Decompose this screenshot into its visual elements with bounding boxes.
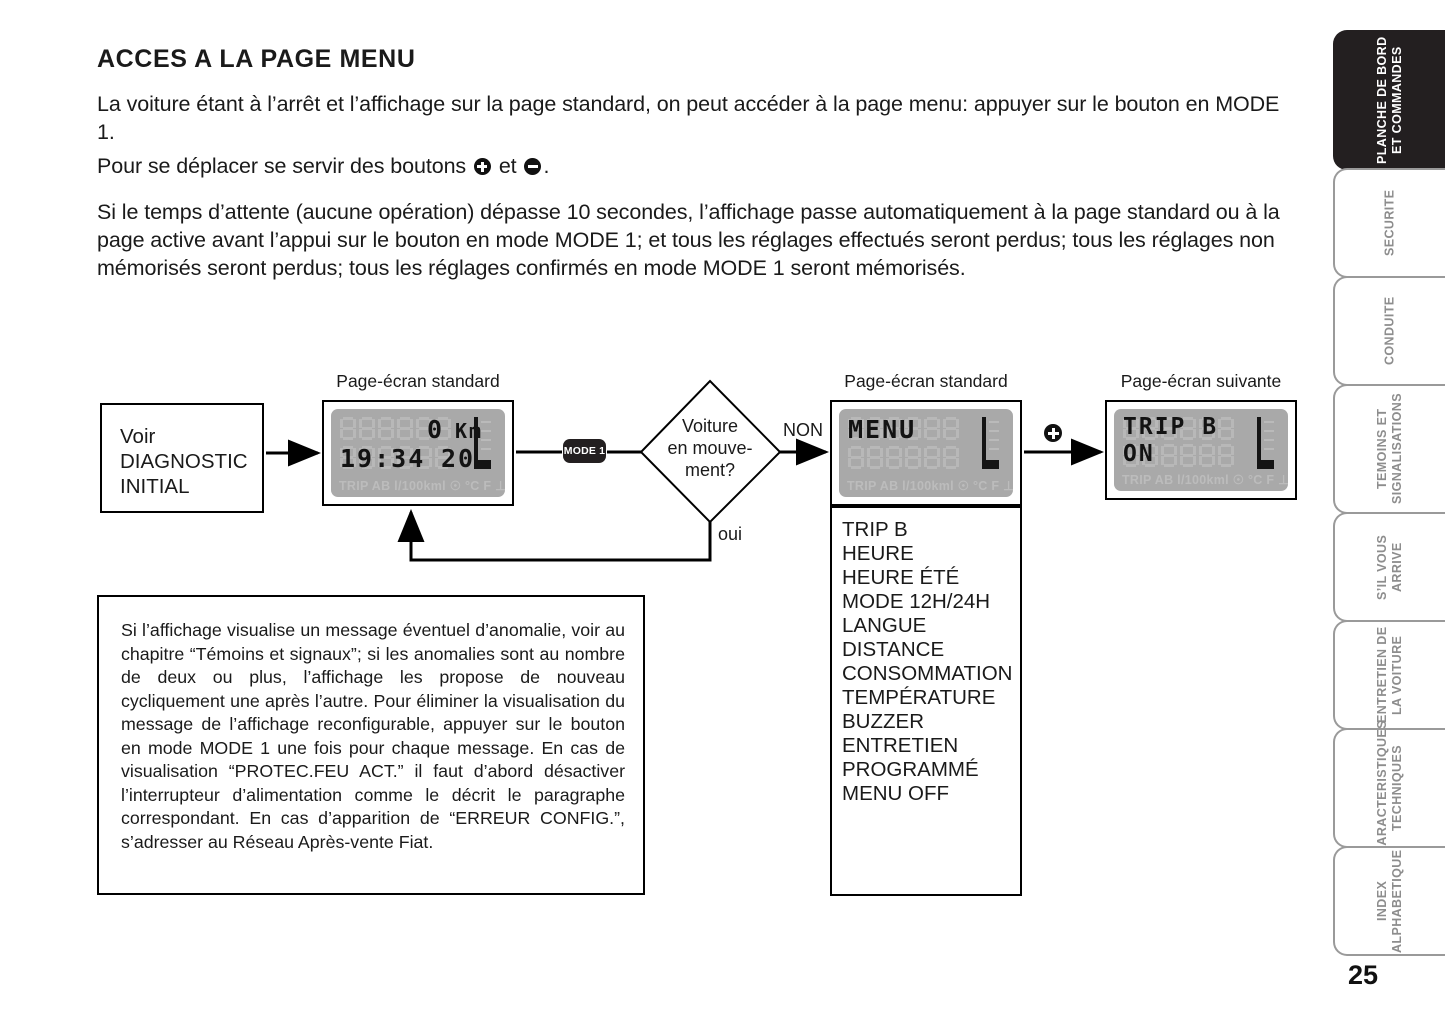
list-item[interactable]: BUZZER xyxy=(842,710,924,733)
list-item[interactable]: HEURE ÉTÉ xyxy=(842,566,960,589)
list-item[interactable]: ENTRETIEN xyxy=(842,734,959,757)
decision-diamond: Voiture en mouve- ment? xyxy=(640,381,780,521)
tab-conduite[interactable]: CONDUITE xyxy=(1333,276,1445,386)
tab-label: S’IL VOUS ARRIVE xyxy=(1375,534,1404,600)
list-item[interactable]: CONSOMMATION xyxy=(842,662,1013,685)
page-number: 25 xyxy=(1348,960,1379,990)
menu-items-list: TRIP B HEURE HEURE ÉTÉ MODE 12H/24H LANG… xyxy=(842,518,1012,806)
lcd2-ghost-row2 xyxy=(848,446,959,469)
fuel-gauge-icon xyxy=(474,417,491,469)
branch-label-no: NON xyxy=(783,420,823,440)
mode-1-button-label: MODE 1 xyxy=(563,445,606,457)
tab-planche-de-bord[interactable]: PLANCHE DE BORD ET COMMANDES xyxy=(1333,30,1445,170)
list-item[interactable]: DISTANCE xyxy=(842,638,945,661)
start-box-text: Voir DIAGNOSTIC INITIAL xyxy=(120,424,248,499)
fuel-gauge-icon xyxy=(982,417,999,469)
note-box: Si l’affichage visualise un message éven… xyxy=(97,595,645,895)
fuel-gauge-icon xyxy=(1257,417,1274,469)
paragraph-timeout: Si le temps d’attente (aucune opération)… xyxy=(97,200,1280,280)
start-box-line2: DIAGNOSTIC xyxy=(120,450,248,473)
start-box-line1: Voir xyxy=(120,425,156,448)
tab-label: ENTRETIEN DE LA VOITURE xyxy=(1375,626,1404,724)
lcd1-ghost-row2 xyxy=(340,446,451,469)
paragraph-buttons-text-c: . xyxy=(543,154,550,178)
tab-label: INDEX ALPHABETIQUE xyxy=(1375,849,1404,953)
lcd2-ghost-row1 xyxy=(848,417,959,440)
start-box-line3: INITIAL xyxy=(120,475,190,498)
tab-label: CONDUITE xyxy=(1382,296,1397,366)
list-item[interactable]: LANGUE xyxy=(842,614,927,637)
tab-securite[interactable]: SECURITE xyxy=(1333,168,1445,278)
menu-items-box: TRIP B HEURE HEURE ÉTÉ MODE 12H/24H LANG… xyxy=(830,506,1022,896)
caption-lcd1: Page-écran standard xyxy=(336,371,500,391)
decision-line3: ment? xyxy=(684,460,736,480)
lcd-display-menu: MENU TRIP AB l/100kml ☉ °C F ⊥ xyxy=(830,400,1022,506)
lcd-screen: MENU TRIP AB l/100kml ☉ °C F ⊥ xyxy=(839,409,1013,497)
tab-label: PLANCHE DE BORD ET COMMANDES xyxy=(1375,36,1404,164)
list-item[interactable]: TEMPÉRATURE xyxy=(842,686,996,709)
tab-label: SECURITE xyxy=(1382,189,1397,257)
tab-label: CARACTERISTIQUES TECHNIQUES xyxy=(1375,720,1404,856)
list-item[interactable]: MODE 12H/24H xyxy=(842,590,991,613)
list-item[interactable]: TRIP B xyxy=(842,518,908,541)
tab-index-alphabetique[interactable]: INDEX ALPHABETIQUE xyxy=(1333,846,1445,956)
note-box-text: Si l’affichage visualise un message éven… xyxy=(121,620,625,852)
tab-entretien-de-la-voiture[interactable]: ENTRETIEN DE LA VOITURE xyxy=(1333,620,1445,730)
lcd-display-standard: 0 Km 19:34 20 TRIP AB l/100kml ☉ °C F ⊥ xyxy=(322,400,514,506)
branch-label-yes: oui xyxy=(718,524,743,544)
list-item[interactable]: PROGRAMMÉ xyxy=(842,758,979,781)
paragraph-buttons-text-b: et xyxy=(492,154,523,178)
lcd1-status-strip: TRIP AB l/100kml ☉ °C F ⊥ xyxy=(339,479,505,493)
list-item[interactable]: MENU OFF xyxy=(842,782,950,805)
start-box: Voir DIAGNOSTIC INITIAL xyxy=(100,403,264,513)
flowchart: Page-écran standard Page-écran standard … xyxy=(97,371,1297,896)
tab-label: TEMOINS ET SIGNALISATIONS xyxy=(1375,393,1404,505)
section-tabs: PLANCHE DE BORD ET COMMANDES SECURITE CO… xyxy=(1330,0,1445,1026)
lcd-display-next-page: TRIP B ON TRIP AB l/100kml ☉ °C F ⊥ xyxy=(1105,400,1297,500)
paragraph-buttons-text-a: Pour se déplacer se servir des boutons xyxy=(97,154,472,178)
mode-1-button[interactable]: MODE 1 xyxy=(563,439,606,463)
decision-line2: en mouve- xyxy=(667,438,753,458)
lcd3-line1: TRIP B xyxy=(1123,414,1219,440)
decision-line1: Voiture xyxy=(681,416,739,436)
decision-text: Voiture en mouve- ment? xyxy=(640,415,780,481)
lcd3-line2: ON xyxy=(1123,441,1155,467)
flowchart-connectors xyxy=(266,379,1104,562)
paragraph-intro: La voiture étant à l’arrêt et l’affichag… xyxy=(97,92,1280,144)
caption-lcd2: Page-écran standard xyxy=(844,371,1008,391)
lcd3-status-strip: TRIP AB l/100kml ☉ °C F ⊥ xyxy=(1122,473,1288,487)
lcd-screen: 0 Km 19:34 20 TRIP AB l/100kml ☉ °C F ⊥ xyxy=(331,409,505,497)
lcd1-temperature-value: 20 xyxy=(441,444,476,473)
caption-lcd3: Page-écran suivante xyxy=(1120,371,1282,391)
lcd1-odometer-value: 0 xyxy=(427,415,445,444)
list-item[interactable]: HEURE xyxy=(842,542,914,565)
lcd1-ghost-row1 xyxy=(340,417,451,440)
tab-temoins-et-signalisations[interactable]: TEMOINS ET SIGNALISATIONS xyxy=(1333,384,1445,514)
lcd1-clock-value: 19:34 xyxy=(340,444,426,473)
tab-sil-vous-arrive[interactable]: S’IL VOUS ARRIVE xyxy=(1333,512,1445,622)
plus-button-icon[interactable] xyxy=(1044,424,1062,442)
plus-icon xyxy=(473,158,491,175)
lcd3-ghost-row1 xyxy=(1123,417,1234,440)
tab-caracteristiques-techniques[interactable]: CARACTERISTIQUES TECHNIQUES xyxy=(1333,720,1445,856)
lcd2-line1: MENU xyxy=(848,415,917,444)
lcd2-status-strip: TRIP AB l/100kml ☉ °C F ⊥ xyxy=(847,479,1013,493)
paragraph-buttons: Pour se déplacer se servir des boutons e… xyxy=(97,152,797,180)
lcd-screen: TRIP B ON TRIP AB l/100kml ☉ °C F ⊥ xyxy=(1114,409,1288,491)
minus-icon xyxy=(524,158,542,175)
lcd3-ghost-row2 xyxy=(1123,444,1234,467)
page-title: ACCES A LA PAGE MENU xyxy=(97,45,416,73)
